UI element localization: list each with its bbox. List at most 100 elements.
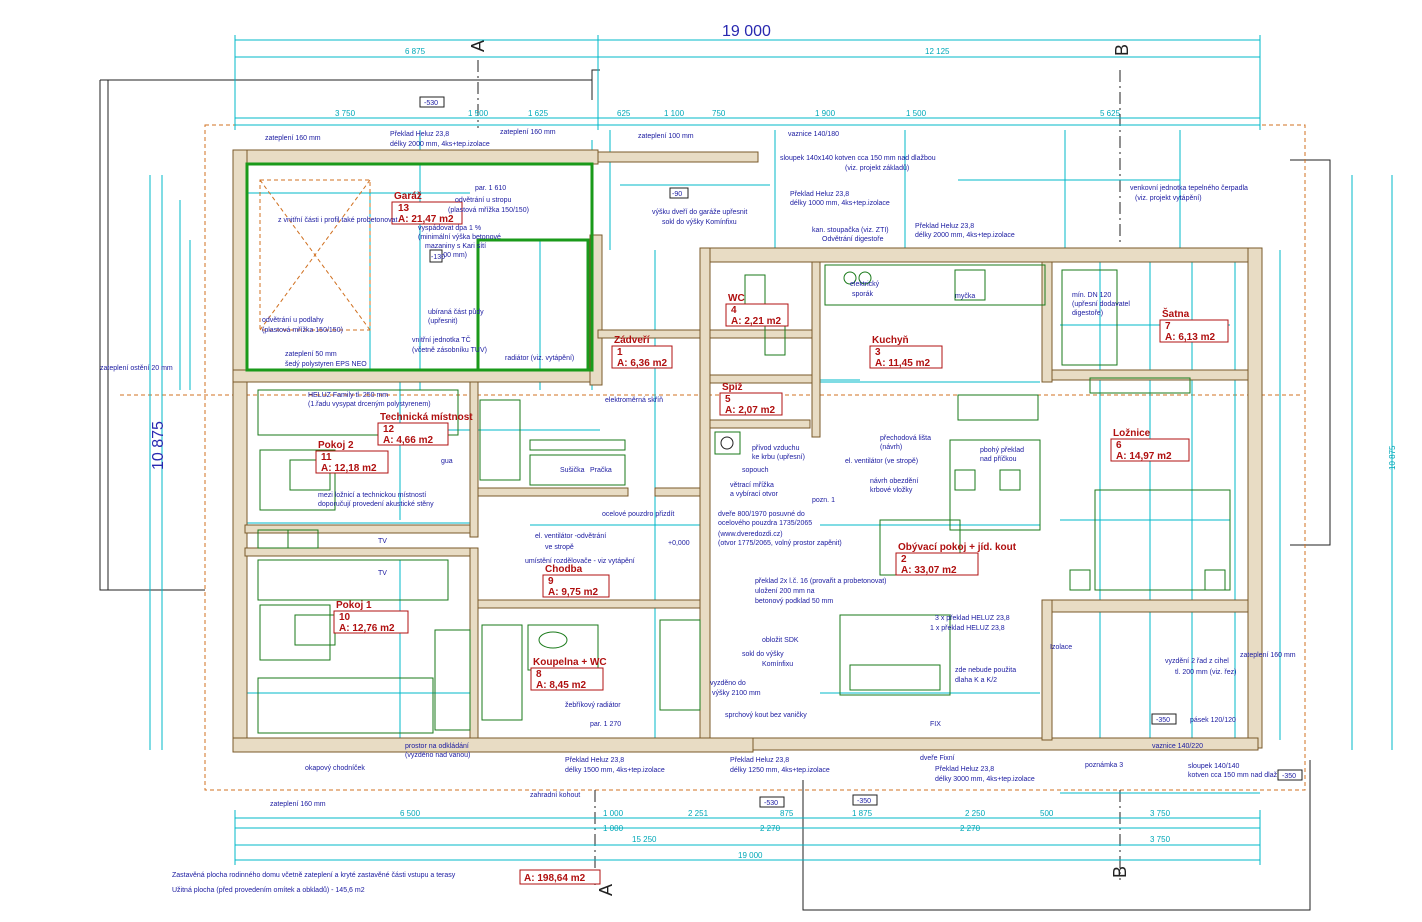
room-kuchyn: Kuchyň 3 A: 11,45 m2 [869, 335, 943, 369]
svg-text:5: 5 [725, 394, 731, 405]
svg-text:WC: WC [728, 293, 745, 304]
top-dimensions: 19 000 6 875 12 125 3 750 1 500 1 625 62… [335, 23, 1121, 118]
svg-text:sokl do výšky Komínfixu: sokl do výšky Komínfixu [662, 219, 737, 226]
svg-text:Překlad Heluz 23,8: Překlad Heluz 23,8 [390, 131, 449, 138]
svg-text:TV: TV [378, 570, 387, 577]
svg-text:sporák: sporák [852, 291, 874, 298]
svg-text:(1.řadu vysypat drceným polyst: (1.řadu vysypat drceným polystyrenem) [308, 401, 431, 408]
svg-text:vyzděno do: vyzděno do [710, 680, 746, 687]
svg-text:(viz. projekt základů): (viz. projekt základů) [845, 164, 909, 172]
room-garaz: Garáž 13 A: 21,47 m2 [391, 191, 463, 225]
svg-text:Pračka: Pračka [590, 467, 612, 474]
svg-text:přechodová lišta: přechodová lišta [880, 435, 931, 442]
dim-bottom-6: 2 250 [965, 809, 986, 818]
section-a-bottom: A [596, 884, 616, 896]
dim-top2-1: 3 750 [335, 109, 356, 118]
svg-text:el. ventilátor -odvětrání: el. ventilátor -odvětrání [535, 533, 606, 540]
svg-text:délky 2000 mm, 4ks+tep.izolace: délky 2000 mm, 4ks+tep.izolace [390, 141, 490, 148]
svg-text:A: 6,13 m2: A: 6,13 m2 [1165, 332, 1215, 343]
svg-text:(otvor 1775/2065, volný prosto: (otvor 1775/2065, volný prostor zapěnit) [718, 540, 842, 547]
svg-text:zahradní kohout: zahradní kohout [530, 792, 580, 799]
svg-text:Chodba: Chodba [545, 564, 583, 575]
svg-text:překlad 2x l.č. 16 (provařit a: překlad 2x l.č. 16 (provařit a probetono… [755, 578, 887, 585]
dim-top2-7: 1 900 [815, 109, 836, 118]
svg-text:HELUZ Family tl. 250 mm: HELUZ Family tl. 250 mm [308, 392, 388, 399]
svg-text:(návrh): (návrh) [880, 444, 902, 451]
svg-text:gua: gua [441, 458, 453, 465]
svg-text:(viz. projekt vytápění): (viz. projekt vytápění) [1135, 195, 1202, 202]
svg-text:-530: -530 [424, 100, 438, 107]
footer-line-2: Užitná plocha (před provedením omítek a … [172, 886, 365, 894]
svg-text:pbohý překlad: pbohý překlad [980, 447, 1024, 454]
dim-top2-4: 625 [617, 109, 631, 118]
svg-text:z vnitřní části i profil také: z vnitřní části i profil také probetonov… [278, 217, 398, 224]
dim-bottom-8: 3 750 [1150, 809, 1171, 818]
section-lines: A B A B [468, 40, 1132, 896]
room-obyvaci: Obývací pokoj + jíd. kout 2 A: 33,07 m2 [895, 542, 1017, 576]
svg-text:-350: -350 [1156, 717, 1170, 724]
svg-text:obložit SDK: obložit SDK [762, 637, 799, 644]
svg-text:zateplení 160 mm: zateplení 160 mm [500, 129, 556, 136]
dim-bottom3-2: 3 750 [1150, 835, 1171, 844]
svg-text:návrh obezdění: návrh obezdění [870, 478, 918, 485]
svg-text:vaznice 140/220: vaznice 140/220 [1152, 743, 1203, 750]
svg-text:Překlad Heluz 23,8: Překlad Heluz 23,8 [915, 223, 974, 230]
svg-text:Koupelna + WC: Koupelna + WC [533, 657, 607, 668]
svg-text:je 100 mm): je 100 mm) [431, 252, 467, 259]
svg-text:1 x překlad HELUZ 23,8: 1 x překlad HELUZ 23,8 [930, 625, 1005, 632]
svg-text:Izolace: Izolace [1050, 644, 1072, 651]
dim-top-2: 12 125 [925, 47, 950, 56]
svg-text:TV: TV [378, 538, 387, 545]
svg-text:2: 2 [901, 554, 907, 565]
svg-text:Překlad Heluz 23,8: Překlad Heluz 23,8 [730, 757, 789, 764]
dim-bottom-5: 1 875 [852, 809, 873, 818]
svg-text:-350: -350 [1282, 773, 1296, 780]
svg-text:Ložnice: Ložnice [1113, 428, 1151, 439]
svg-text:Odvětrání digestoře: Odvětrání digestoře [822, 236, 884, 243]
svg-text:A: 12,18 m2: A: 12,18 m2 [321, 463, 377, 474]
svg-text:digestoře): digestoře) [1072, 310, 1103, 317]
svg-text:(upřesní dodavatel: (upřesní dodavatel [1072, 301, 1130, 308]
svg-text:poznámka 3: poznámka 3 [1085, 762, 1123, 769]
svg-text:mín. DN 120: mín. DN 120 [1072, 292, 1111, 299]
svg-text:FIX: FIX [930, 721, 941, 728]
svg-text:8: 8 [536, 669, 542, 680]
svg-text:přívod vzduchu: přívod vzduchu [752, 445, 800, 452]
svg-text:odvětrání u podlahy: odvětrání u podlahy [262, 317, 324, 324]
svg-text:sopouch: sopouch [742, 467, 769, 474]
svg-text:3: 3 [875, 347, 881, 358]
room-zadveri: Zádveří 1 A: 6,36 m2 [611, 335, 673, 369]
svg-text:3 x překlad HELUZ 23,8: 3 x překlad HELUZ 23,8 [935, 615, 1010, 622]
svg-text:Zádveří: Zádveří [614, 335, 651, 346]
svg-text:Překlad Heluz 23,8: Překlad Heluz 23,8 [935, 766, 994, 773]
svg-text:zateplení 50 mm: zateplení 50 mm [285, 351, 337, 358]
svg-text:par. 1 270: par. 1 270 [590, 721, 621, 728]
room-pokoj1: Pokoj 1 10 A: 12,76 m2 [333, 600, 409, 634]
section-a-top: A [468, 40, 488, 52]
svg-text:vnitřní jednotka TČ: vnitřní jednotka TČ [412, 335, 471, 344]
svg-text:A: 8,45 m2: A: 8,45 m2 [536, 680, 586, 691]
room-chodba: Chodba 9 A: 9,75 m2 [542, 564, 610, 598]
svg-text:-350: -350 [857, 798, 871, 805]
svg-text:mazaniny s Kari sítí: mazaniny s Kari sítí [425, 243, 486, 250]
dim-bottom-3: 2 251 [688, 809, 709, 818]
svg-text:A: 2,21 m2: A: 2,21 m2 [731, 316, 781, 327]
level-tags: -530 -530 -350 -350 -350 -90 -130 [419, 96, 1303, 808]
svg-text:výšky 2100 mm: výšky 2100 mm [712, 690, 761, 697]
svg-text:11: 11 [321, 452, 332, 463]
svg-text:9: 9 [548, 576, 554, 587]
svg-text:délky 1500 mm, 4ks+tep.izolace: délky 1500 mm, 4ks+tep.izolace [565, 767, 665, 774]
footer: Zastavěná plocha rodinného domu včetně z… [172, 869, 601, 894]
svg-text:A: 21,47 m2: A: 21,47 m2 [398, 214, 454, 225]
svg-text:-530: -530 [764, 800, 778, 807]
dim-bottom-7: 500 [1040, 809, 1054, 818]
svg-text:sokl do výšky: sokl do výšky [742, 651, 784, 658]
svg-text:7: 7 [1165, 321, 1171, 332]
svg-text:sloupek 140x140 kotven cca 15: sloupek 140x140 kotven cca 150 mm nad dl… [780, 155, 936, 162]
svg-text:-130: -130 [431, 254, 445, 261]
svg-text:dveře Fixní: dveře Fixní [920, 755, 955, 762]
svg-text:ve stropě: ve stropě [545, 544, 574, 551]
garage-outline [245, 162, 594, 372]
svg-text:(vyzděno nad vanou): (vyzděno nad vanou) [405, 752, 470, 759]
